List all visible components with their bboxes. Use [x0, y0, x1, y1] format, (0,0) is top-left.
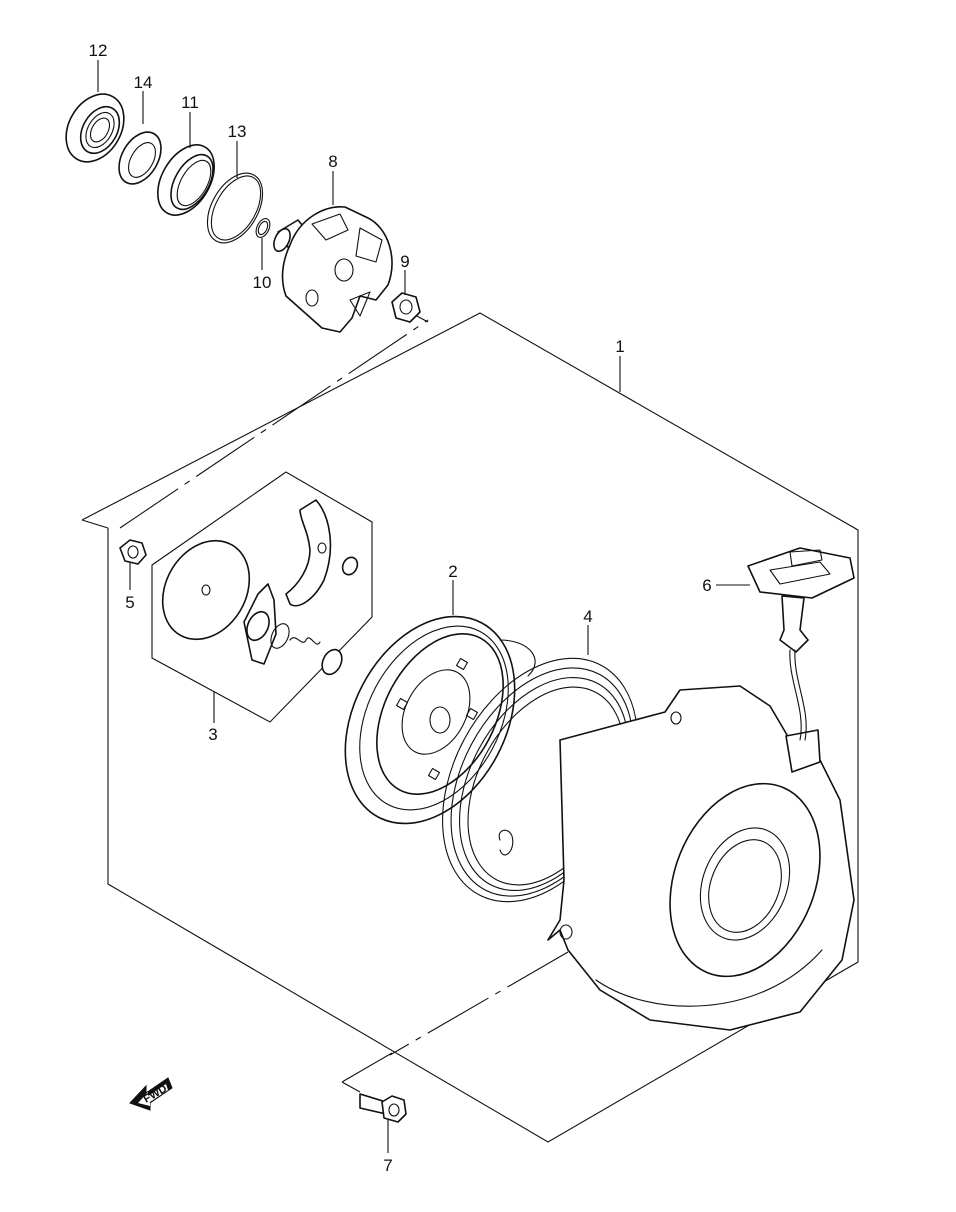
- part-3-pawl: [285, 499, 359, 607]
- part-9-nut: [391, 292, 421, 323]
- callout-9: 9: [400, 252, 409, 271]
- centerline-upper: [119, 314, 429, 529]
- callout-8: 8: [328, 152, 337, 171]
- part-13-o-ring: [206, 172, 264, 244]
- callout-11: 11: [181, 93, 199, 112]
- callout-12: 12: [89, 41, 108, 60]
- part-3-pawl-plate: [161, 539, 251, 641]
- callout-13: 13: [228, 122, 247, 141]
- part-2-reel: [344, 615, 536, 825]
- starter-case: [547, 685, 855, 1031]
- part-11-oil-seal: [157, 144, 215, 216]
- assembly-outline: [81, 312, 859, 1143]
- part-14-collar: [118, 131, 162, 185]
- callout-1: 1: [615, 337, 624, 356]
- callout-3: 3: [208, 725, 217, 744]
- callouts: 12 14 11 13 8 9 10 1 2 4 5 3 6 7: [89, 41, 712, 1175]
- callout-10: 10: [253, 273, 272, 292]
- callout-2: 2: [448, 562, 457, 581]
- part-12-bearing: [65, 93, 125, 163]
- centerline-lower: [341, 951, 569, 1093]
- callout-7: 7: [383, 1156, 392, 1175]
- part-8-starter-pulley: [273, 206, 393, 333]
- part-3-ratchet: [243, 583, 343, 676]
- callout-5: 5: [125, 593, 134, 612]
- pawl-kit-outline: [151, 471, 373, 723]
- part-7-bolt: [359, 1093, 407, 1123]
- callout-14: 14: [134, 73, 153, 92]
- callout-6: 6: [702, 576, 711, 595]
- part-6-starter-handle: [747, 547, 855, 741]
- part-10-small-o-ring: [255, 218, 271, 238]
- fwd-arrow-icon: FWD: [129, 1077, 173, 1111]
- part-5-bolt: [119, 539, 147, 565]
- callout-4: 4: [583, 607, 592, 626]
- leader-lines: [97, 60, 750, 1153]
